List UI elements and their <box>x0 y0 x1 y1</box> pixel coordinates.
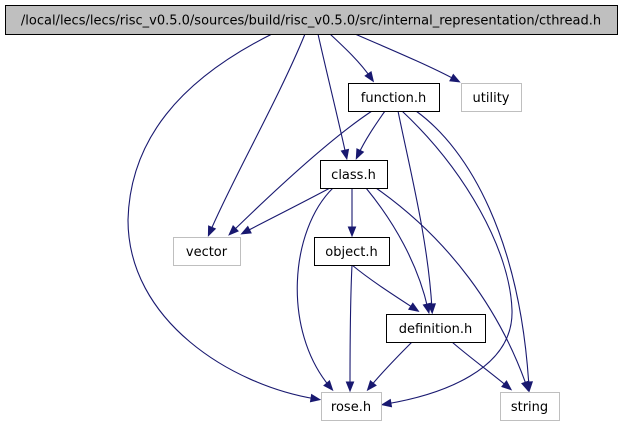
edge-class-to-rose <box>296 187 334 392</box>
arrowhead-icon <box>449 73 461 83</box>
node-label: definition.h <box>399 322 473 337</box>
node-box <box>348 83 440 112</box>
node-label: rose.h <box>331 400 371 415</box>
edge-class-to-string <box>375 187 530 393</box>
node-box <box>386 314 486 343</box>
edge-definition-to-string <box>451 341 513 391</box>
node-box <box>461 83 522 112</box>
edge-cthread-to-rose <box>127 33 322 403</box>
arrowhead-icon <box>355 148 365 160</box>
edge-line <box>385 110 513 405</box>
node-class[interactable]: class.h <box>320 160 388 189</box>
node-box <box>314 237 390 266</box>
node-vector: vector <box>173 237 241 266</box>
edge-line <box>329 33 372 79</box>
edge-cthread-to-utility <box>354 33 461 83</box>
edge-function-to-class <box>355 110 386 160</box>
arrowhead-icon <box>380 398 393 408</box>
edges-layer <box>127 33 534 408</box>
arrowhead-icon <box>347 226 357 238</box>
node-function[interactable]: function.h <box>348 83 440 112</box>
edge-object-to-definition <box>351 264 420 312</box>
edge-cthread-to-function <box>329 33 375 83</box>
edge-line <box>231 110 373 233</box>
node-label: string <box>511 400 548 415</box>
edge-line <box>317 33 347 156</box>
node-string: string <box>500 392 560 421</box>
arrowhead-icon <box>345 381 355 393</box>
node-box <box>5 5 618 35</box>
node-label: vector <box>186 245 228 260</box>
node-box <box>173 237 241 266</box>
edge-function-to-vector <box>228 110 373 236</box>
node-object[interactable]: object.h <box>314 237 390 266</box>
edge-line <box>351 264 416 310</box>
arrowhead-icon <box>340 148 350 161</box>
edge-definition-to-rose <box>366 341 413 392</box>
edge-cthread-to-class <box>317 33 350 161</box>
arrowhead-icon <box>366 380 377 392</box>
edge-class-to-object <box>347 187 357 238</box>
node-utility: utility <box>461 83 522 112</box>
node-label: function.h <box>361 91 426 106</box>
arrowhead-icon <box>407 302 420 312</box>
node-label: class.h <box>331 168 376 183</box>
nodes-layer: /local/lecs/lecs/risc_v0.5.0/sources/bui… <box>5 5 618 421</box>
edge-line <box>415 110 530 388</box>
edge-line <box>209 33 306 233</box>
arrowhead-icon <box>501 380 513 391</box>
node-box <box>500 392 560 421</box>
edge-line <box>127 33 317 400</box>
node-box <box>321 392 382 421</box>
edge-cthread-to-vector <box>207 33 306 237</box>
edge-function-to-definition <box>397 110 437 315</box>
node-definition[interactable]: definition.h <box>386 314 486 343</box>
arrowhead-icon <box>207 225 217 237</box>
arrowhead-icon <box>323 380 334 392</box>
arrowhead-icon <box>240 225 252 235</box>
edge-class-to-definition <box>365 187 432 315</box>
node-label: utility <box>473 91 510 106</box>
node-box <box>320 160 388 189</box>
edge-function-to-string <box>415 110 534 393</box>
edge-line <box>354 33 457 81</box>
edge-line <box>369 341 413 388</box>
arrowhead-icon <box>309 393 322 403</box>
edge-function-to-rose <box>380 110 513 408</box>
node-rose: rose.h <box>321 392 382 421</box>
arrowhead-icon <box>521 380 530 393</box>
edge-line <box>244 187 331 233</box>
edge-line <box>296 187 334 388</box>
edge-line <box>349 264 353 388</box>
edge-line <box>397 110 433 310</box>
arrowhead-icon <box>364 70 375 83</box>
node-label: /local/lecs/lecs/risc_v0.5.0/sources/bui… <box>21 14 601 29</box>
edge-line <box>365 187 429 310</box>
edge-object-to-rose <box>345 264 355 393</box>
node-cthread[interactable]: /local/lecs/lecs/risc_v0.5.0/sources/bui… <box>5 5 618 35</box>
edge-line <box>375 187 528 388</box>
edge-line <box>451 341 509 388</box>
node-label: object.h <box>325 245 377 260</box>
arrowhead-icon <box>422 302 432 315</box>
arrowhead-icon <box>228 225 239 236</box>
edge-class-to-vector <box>240 187 331 235</box>
